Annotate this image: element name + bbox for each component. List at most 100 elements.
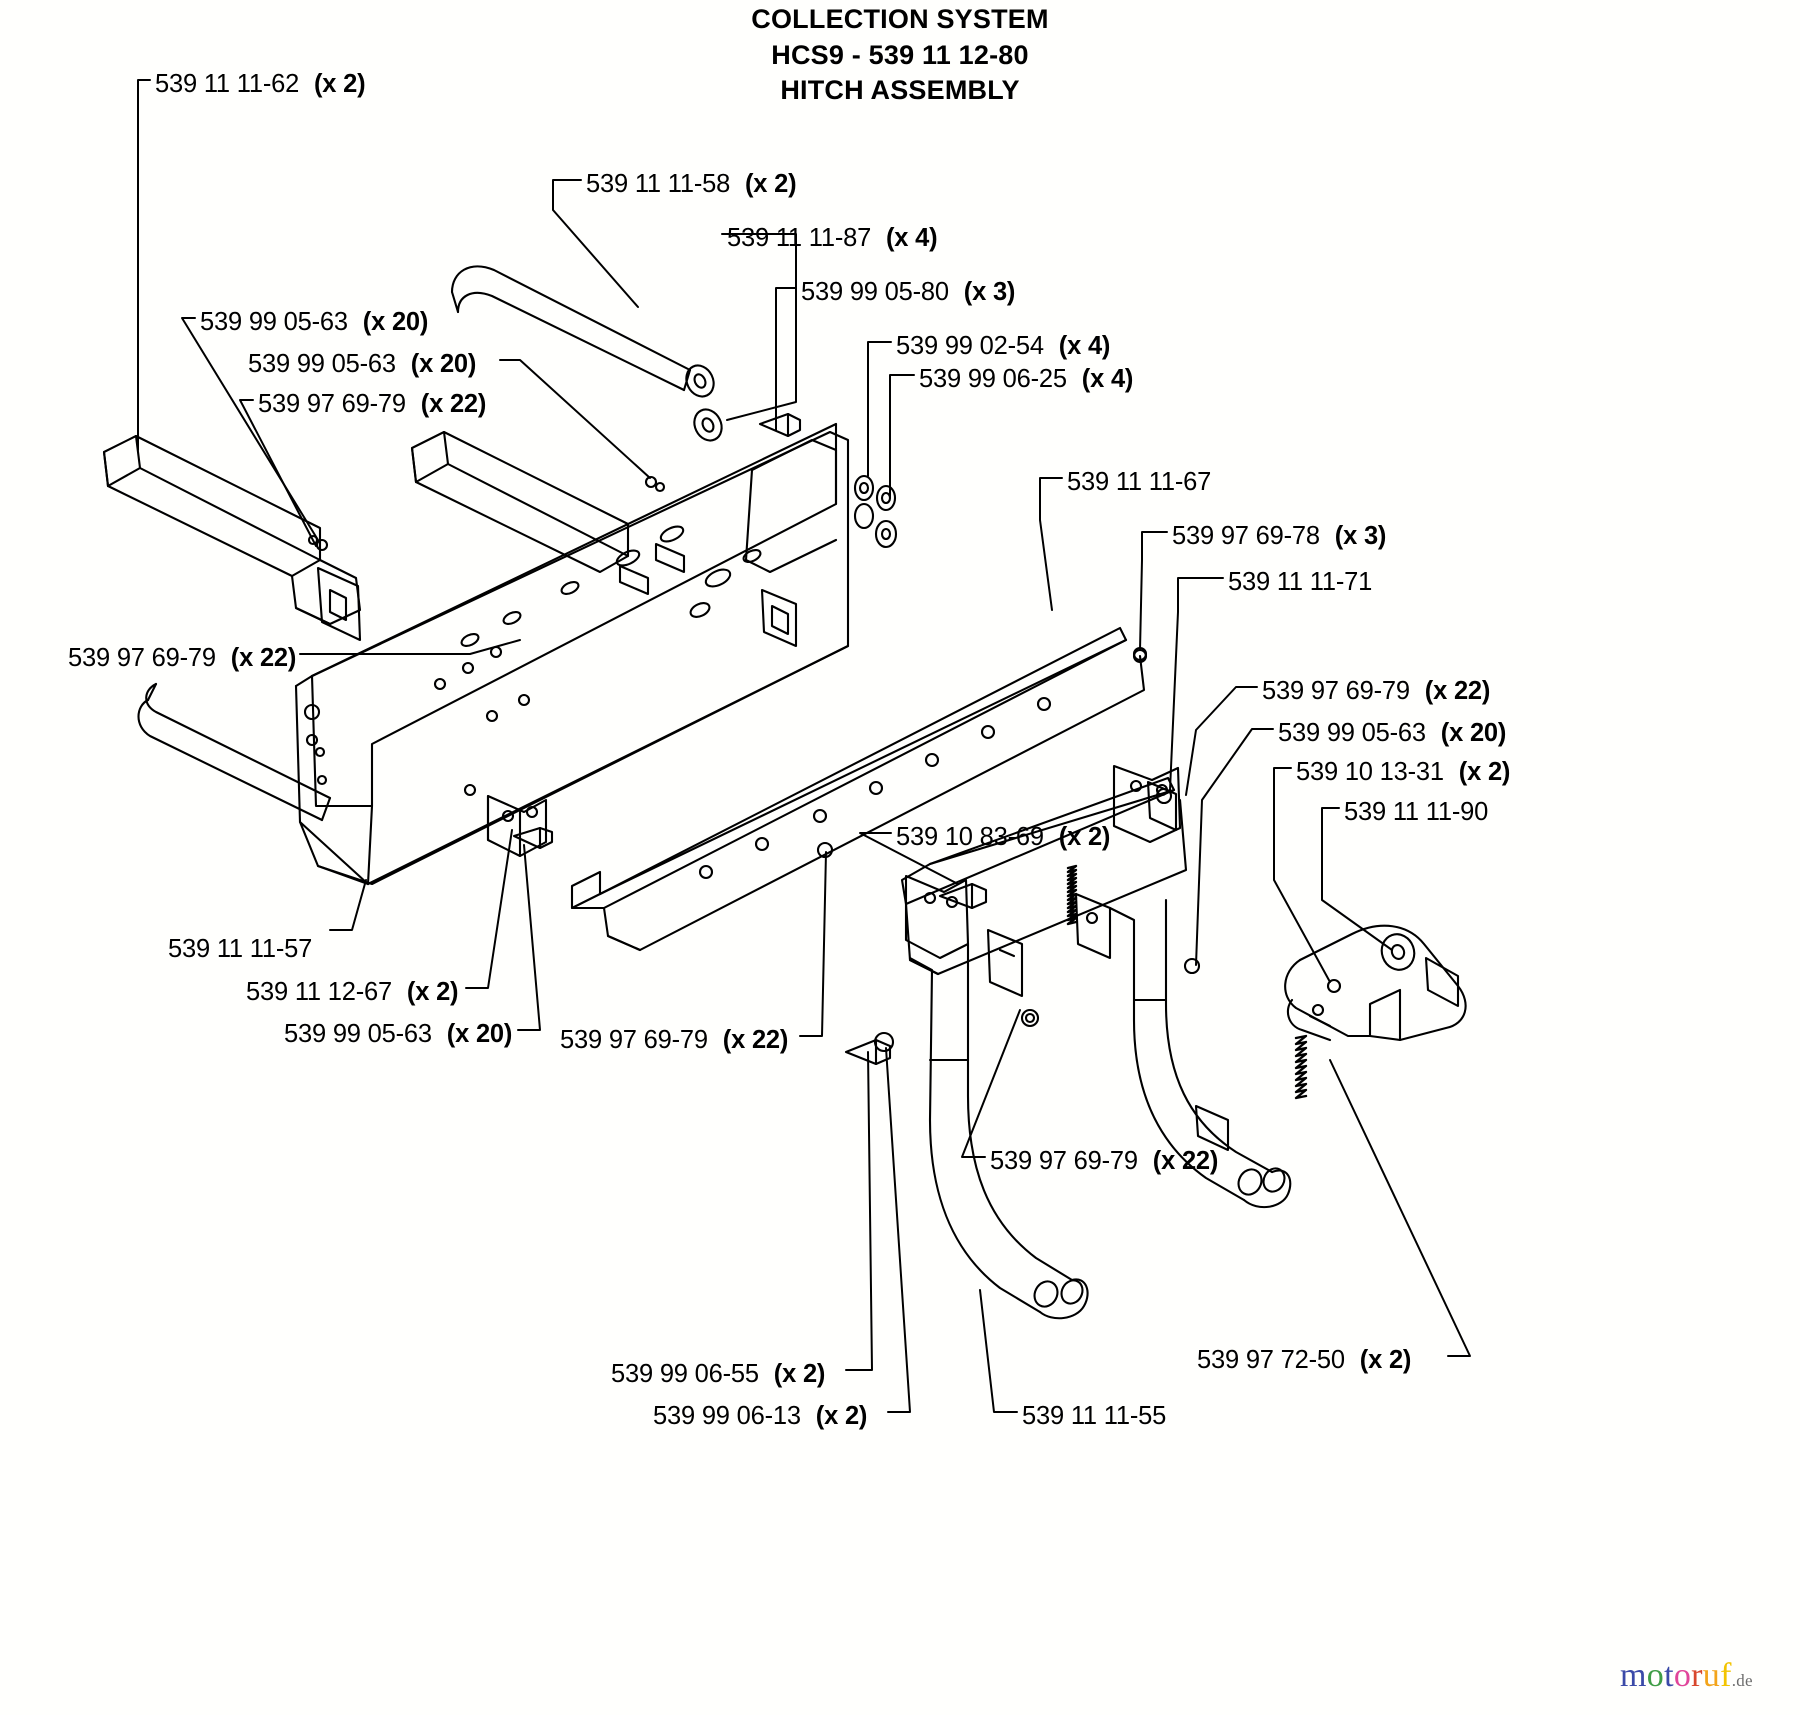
callout-qty: (x 2) <box>406 978 459 1006</box>
callout-part-number: 539 99 06-55 <box>611 1360 759 1388</box>
springs <box>1066 864 1308 1100</box>
callout-539-99-02-54[interactable]: 539 99 02-54 (x 4) <box>896 332 1111 360</box>
logo-letter-t: t <box>1664 1657 1674 1694</box>
callout-qty: (x 22) <box>1152 1147 1219 1175</box>
callout-539-99-06-55[interactable]: 539 99 06-55 (x 2) <box>611 1360 826 1388</box>
callout-part-number: 539 11 11-87 <box>727 224 872 252</box>
callout-539-10-83-69[interactable]: 539 10 83-69 (x 2) <box>896 823 1111 851</box>
callout-539-99-05-63-a[interactable]: 539 99 05-63 (x 20) <box>200 308 429 336</box>
callout-part-number: 539 97 69-79 <box>560 1026 708 1054</box>
callout-part-number: 539 97 69-79 <box>258 390 406 418</box>
callout-539-97-69-79-d[interactable]: 539 97 69-79 (x 22) <box>560 1026 789 1054</box>
callout-qty: (x 20) <box>446 1020 513 1048</box>
callout-qty: (x 2) <box>1458 758 1511 786</box>
callout-539-11-11-58[interactable]: 539 11 11-58 (x 2) <box>586 170 797 198</box>
callout-539-11-11-57[interactable]: 539 11 11-57 <box>168 935 313 963</box>
callout-qty: (x 22) <box>230 644 297 672</box>
callout-539-97-69-79-a[interactable]: 539 97 69-79 (x 22) <box>258 390 487 418</box>
callout-539-11-11-87[interactable]: 539 11 11-87 (x 4) <box>727 224 938 252</box>
left-curved-leg <box>908 942 1089 1320</box>
callout-part-number: 539 99 06-25 <box>919 365 1067 393</box>
right-hitch-link <box>1284 924 1467 1042</box>
callout-part-number: 539 97 69-78 <box>1172 522 1320 550</box>
callout-539-11-11-62[interactable]: 539 11 11-62 (x 2) <box>155 70 366 98</box>
callout-part-number: 539 11 11-57 <box>168 935 313 963</box>
callout-539-99-05-63-b[interactable]: 539 99 05-63 (x 20) <box>248 350 476 378</box>
callout-part-number: 539 11 11-62 <box>155 70 300 98</box>
callout-qty: (x 3) <box>1334 522 1387 550</box>
logo-letter-o1: o <box>1646 1657 1665 1694</box>
logo-suffix: .de <box>1731 1671 1753 1690</box>
right-curved-leg <box>1108 898 1292 1209</box>
callout-qty: (x 2) <box>314 70 366 98</box>
callout-539-97-69-79-c[interactable]: 539 97 69-79 (x 22) <box>1262 677 1491 705</box>
left-middle-rail <box>410 430 666 574</box>
logo-letter-o2: o <box>1673 1657 1692 1694</box>
tube-hardware <box>685 364 723 442</box>
callout-part-number: 539 99 05-63 <box>1278 719 1426 747</box>
callout-qty: (x 2) <box>1058 823 1111 851</box>
fastener-hardware <box>758 412 1201 1066</box>
right-cross-member <box>900 764 1188 998</box>
callout-539-97-69-78[interactable]: 539 97 69-78 (x 3) <box>1172 522 1387 550</box>
lower-tube-handle <box>137 682 332 822</box>
callout-part-number: 539 99 02-54 <box>896 332 1044 360</box>
callout-539-99-05-63-c[interactable]: 539 99 05-63 (x 20) <box>1278 719 1507 747</box>
lower-left-bracket <box>486 794 554 858</box>
callout-qty: (x 4) <box>886 224 938 252</box>
callout-part-number: 539 11 11-55 <box>1022 1402 1167 1430</box>
callout-539-99-06-13[interactable]: 539 99 06-13 (x 2) <box>653 1402 868 1430</box>
callout-part-number: 539 97 69-79 <box>1262 677 1410 705</box>
callout-qty: (x 22) <box>1424 677 1491 705</box>
motoruf-logo[interactable]: motoruf.de <box>1620 1657 1753 1695</box>
callout-part-number: 539 11 11-71 <box>1228 568 1373 596</box>
callout-539-99-05-80[interactable]: 539 99 05-80 (x 3) <box>801 278 1016 306</box>
long-angle-bar <box>570 626 1148 952</box>
callout-539-10-13-31[interactable]: 539 10 13-31 (x 2) <box>1296 758 1511 786</box>
callout-qty: (x 2) <box>815 1402 868 1430</box>
callout-539-99-06-25[interactable]: 539 99 06-25 (x 4) <box>919 365 1134 393</box>
callout-qty: (x 4) <box>1081 365 1134 393</box>
upper-tube-handle <box>450 265 692 392</box>
callout-539-11-11-71[interactable]: 539 11 11-71 <box>1228 568 1373 596</box>
callout-part-number: 539 99 05-80 <box>801 278 949 306</box>
callout-part-number: 539 11 11-67 <box>1067 468 1212 496</box>
callout-qty: (x 20) <box>1440 719 1507 747</box>
callout-539-97-69-79-b[interactable]: 539 97 69-79 (x 22) <box>68 644 297 672</box>
callout-part-number: 539 99 05-63 <box>200 308 348 336</box>
callout-part-number: 539 11 11-58 <box>586 170 731 198</box>
logo-letter-f: f <box>1720 1657 1732 1694</box>
callout-part-number: 539 99 05-63 <box>248 350 396 378</box>
callout-part-number: 539 97 72-50 <box>1197 1346 1345 1374</box>
callout-539-97-72-50[interactable]: 539 97 72-50 (x 2) <box>1197 1346 1412 1374</box>
callout-qty: (x 22) <box>420 390 487 418</box>
callout-qty: (x 2) <box>1359 1346 1412 1374</box>
callout-539-11-11-55[interactable]: 539 11 11-55 <box>1022 1402 1167 1430</box>
callout-539-11-12-67[interactable]: 539 11 12-67 (x 2) <box>246 978 459 1006</box>
callout-part-number: 539 10 13-31 <box>1296 758 1444 786</box>
callout-part-number: 539 97 69-79 <box>68 644 216 672</box>
callout-qty: (x 4) <box>1058 332 1111 360</box>
callout-qty: (x 22) <box>722 1026 789 1054</box>
logo-letter-u: u <box>1702 1657 1721 1694</box>
callout-part-number: 539 99 06-13 <box>653 1402 801 1430</box>
callout-part-number: 539 11 11-90 <box>1344 798 1489 826</box>
callout-qty: (x 3) <box>963 278 1016 306</box>
logo-letter-r: r <box>1691 1657 1703 1694</box>
callout-part-number: 539 10 83-69 <box>896 823 1044 851</box>
callout-part-number: 539 97 69-79 <box>990 1147 1138 1175</box>
callout-qty: (x 2) <box>745 170 797 198</box>
callout-539-11-11-67[interactable]: 539 11 11-67 <box>1067 468 1212 496</box>
callout-539-11-11-90[interactable]: 539 11 11-90 <box>1344 798 1489 826</box>
callout-539-99-05-63-d[interactable]: 539 99 05-63 (x 20) <box>284 1020 513 1048</box>
logo-letter-m: m <box>1620 1657 1647 1694</box>
main-frame-body <box>294 422 850 886</box>
left-upper-rail <box>102 434 362 642</box>
callout-part-number: 539 99 05-63 <box>284 1020 432 1048</box>
callout-539-97-69-79-e[interactable]: 539 97 69-79 (x 22) <box>990 1147 1219 1175</box>
callout-qty: (x 2) <box>773 1360 826 1388</box>
callout-part-number: 539 11 12-67 <box>246 978 393 1006</box>
callout-qty: (x 20) <box>362 308 429 336</box>
